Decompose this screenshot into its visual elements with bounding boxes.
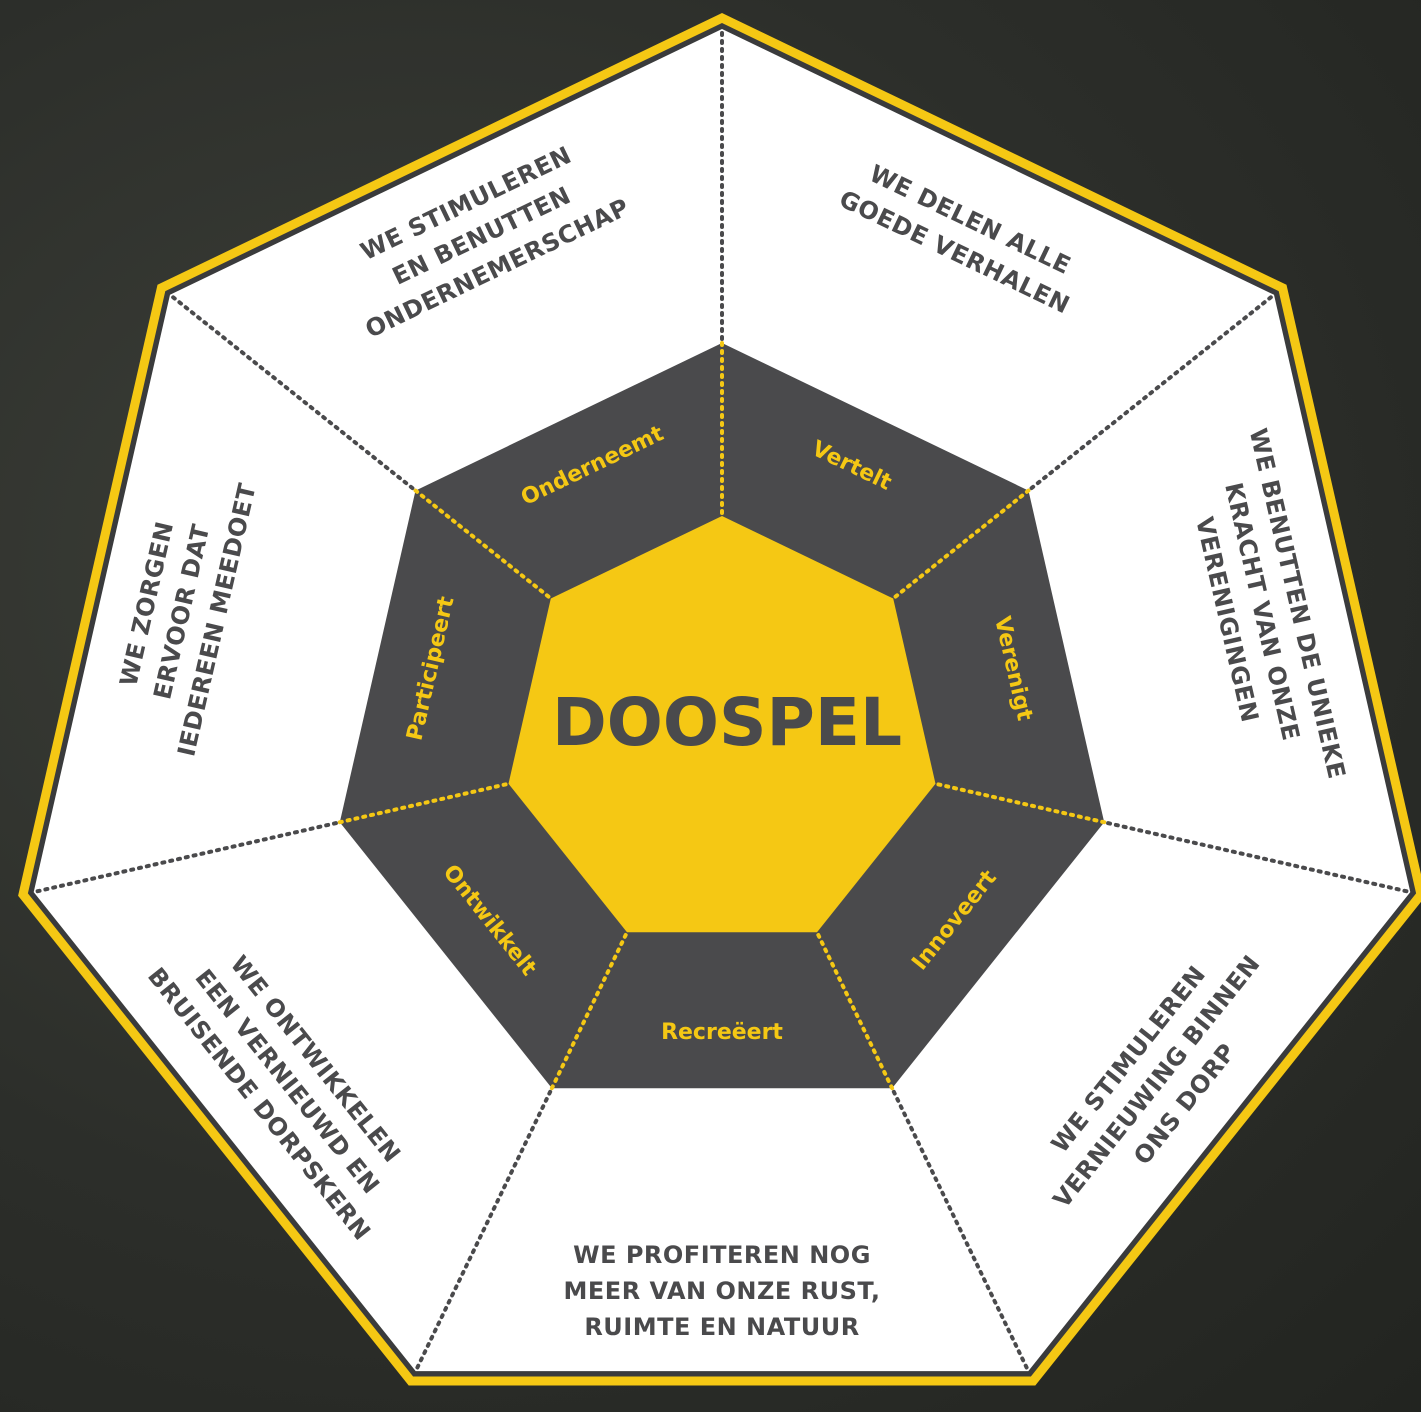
- inner-divider-line: [891, 488, 1031, 601]
- center-heptagon: [508, 516, 936, 933]
- inner-divider-line: [815, 930, 895, 1091]
- segment-dividers: [35, 31, 1409, 1370]
- inner-divider-line: [337, 781, 511, 825]
- segment-keyword: Recreëert: [661, 1020, 783, 1045]
- inner-divider-line: [549, 930, 629, 1091]
- statement-line: RUIMTE EN NATUUR: [584, 1313, 859, 1341]
- inner-divider-line: [933, 781, 1107, 825]
- outer-divider-line: [1102, 820, 1409, 894]
- inner-divider-line: [413, 488, 553, 601]
- statement-line: WE PROFITEREN NOG: [573, 1241, 871, 1269]
- statement-line: MEER VAN ONZE RUST,: [564, 1277, 881, 1305]
- outer-divider-line: [171, 295, 418, 493]
- segment-statement: WE PROFITEREN NOG MEER VAN ONZE RUST, RUIM…: [564, 1241, 881, 1341]
- outer-divider-line: [890, 1086, 1029, 1370]
- center-label: DOOSPEL: [552, 684, 902, 761]
- outer-divider-line: [35, 820, 342, 894]
- outer-divider-line: [1026, 295, 1273, 493]
- outer-divider-line: [415, 1086, 554, 1370]
